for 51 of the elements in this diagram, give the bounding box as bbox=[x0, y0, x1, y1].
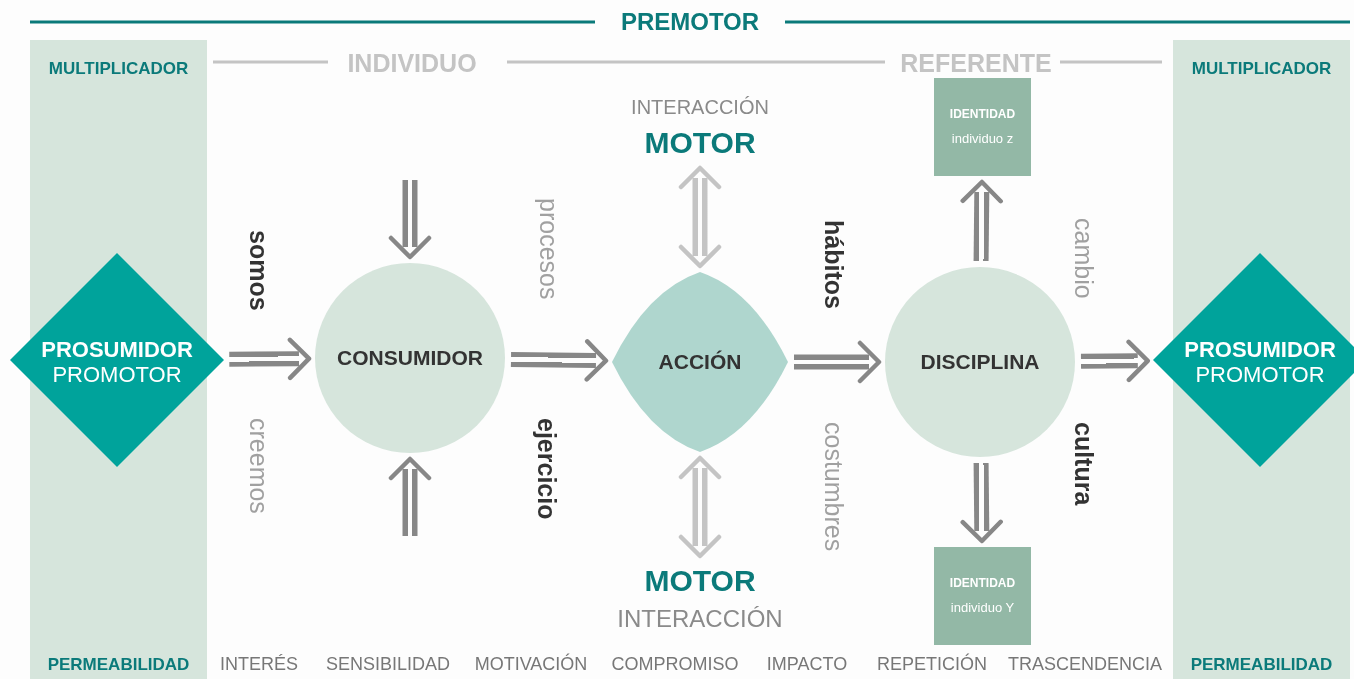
double-arrow bbox=[510, 339, 609, 382]
vertical-label: procesos bbox=[535, 198, 561, 300]
stage-label: MOTIVACIÓN bbox=[474, 655, 588, 673]
stage-label: IMPACTO bbox=[766, 655, 848, 673]
identity-subtitle: individuo Y bbox=[950, 601, 1015, 616]
band-label: MULTIPLICADOR bbox=[48, 60, 189, 79]
stage-label: COMPROMISO bbox=[611, 655, 739, 673]
double-arrow bbox=[388, 456, 432, 536]
double-arrow bbox=[1080, 339, 1150, 383]
identity-box bbox=[934, 547, 1031, 645]
vertical-label: costumbres bbox=[820, 422, 846, 552]
vertical-label: ejercicio bbox=[533, 418, 559, 520]
stage-label: REPETICIÓN bbox=[877, 655, 987, 673]
stage-label: INTERÉS bbox=[220, 655, 298, 673]
double-arrow bbox=[794, 340, 882, 384]
section-label: REFERENTE bbox=[900, 51, 1052, 76]
vertical-label: somos bbox=[245, 230, 271, 311]
double-arrow bbox=[678, 165, 722, 269]
node-label: DISCIPLINA bbox=[920, 350, 1040, 374]
identity-title: IDENTIDAD bbox=[949, 108, 1016, 122]
node-label: CONSUMIDOR bbox=[337, 346, 483, 370]
identity-box bbox=[934, 78, 1031, 176]
lens-shape bbox=[612, 272, 788, 452]
band-label: PERMEABILIDAD bbox=[1190, 656, 1333, 675]
node-label: PROMOTOR bbox=[1195, 363, 1325, 388]
interaction-label: INTERACCIÓN bbox=[617, 606, 783, 633]
node-label: PROSUMIDOR bbox=[1184, 338, 1336, 363]
double-arrow bbox=[678, 455, 722, 559]
interaction-label: INTERACCIÓN bbox=[631, 96, 769, 118]
identity-title: IDENTIDAD bbox=[949, 577, 1016, 591]
node-label: PROSUMIDOR bbox=[41, 338, 193, 363]
vertical-label: hábitos bbox=[820, 220, 846, 309]
band-label: MULTIPLICADOR bbox=[1191, 60, 1332, 79]
node-label: ACCIÓN bbox=[658, 350, 742, 374]
diamond bbox=[10, 253, 224, 467]
band-label: PERMEABILIDAD bbox=[47, 656, 190, 675]
vertical-label: cultura bbox=[1070, 422, 1096, 506]
stage-label: TRASCENDENCIA bbox=[1008, 655, 1162, 673]
double-arrow bbox=[960, 462, 1003, 544]
section-label: INDIVIDUO bbox=[347, 51, 477, 76]
double-arrow bbox=[229, 337, 312, 381]
stage-label: SENSIBILIDAD bbox=[326, 655, 450, 673]
identity-subtitle: individuo z bbox=[951, 132, 1014, 147]
node-label: PROMOTOR bbox=[52, 363, 182, 388]
double-arrow bbox=[960, 179, 1003, 262]
vertical-label: cambio bbox=[1070, 218, 1096, 299]
motor-title: MOTOR bbox=[644, 564, 756, 597]
motor-title: MOTOR bbox=[644, 126, 756, 159]
double-arrow bbox=[388, 180, 432, 260]
vertical-label: creemos bbox=[245, 418, 271, 514]
diamond bbox=[1153, 253, 1354, 467]
